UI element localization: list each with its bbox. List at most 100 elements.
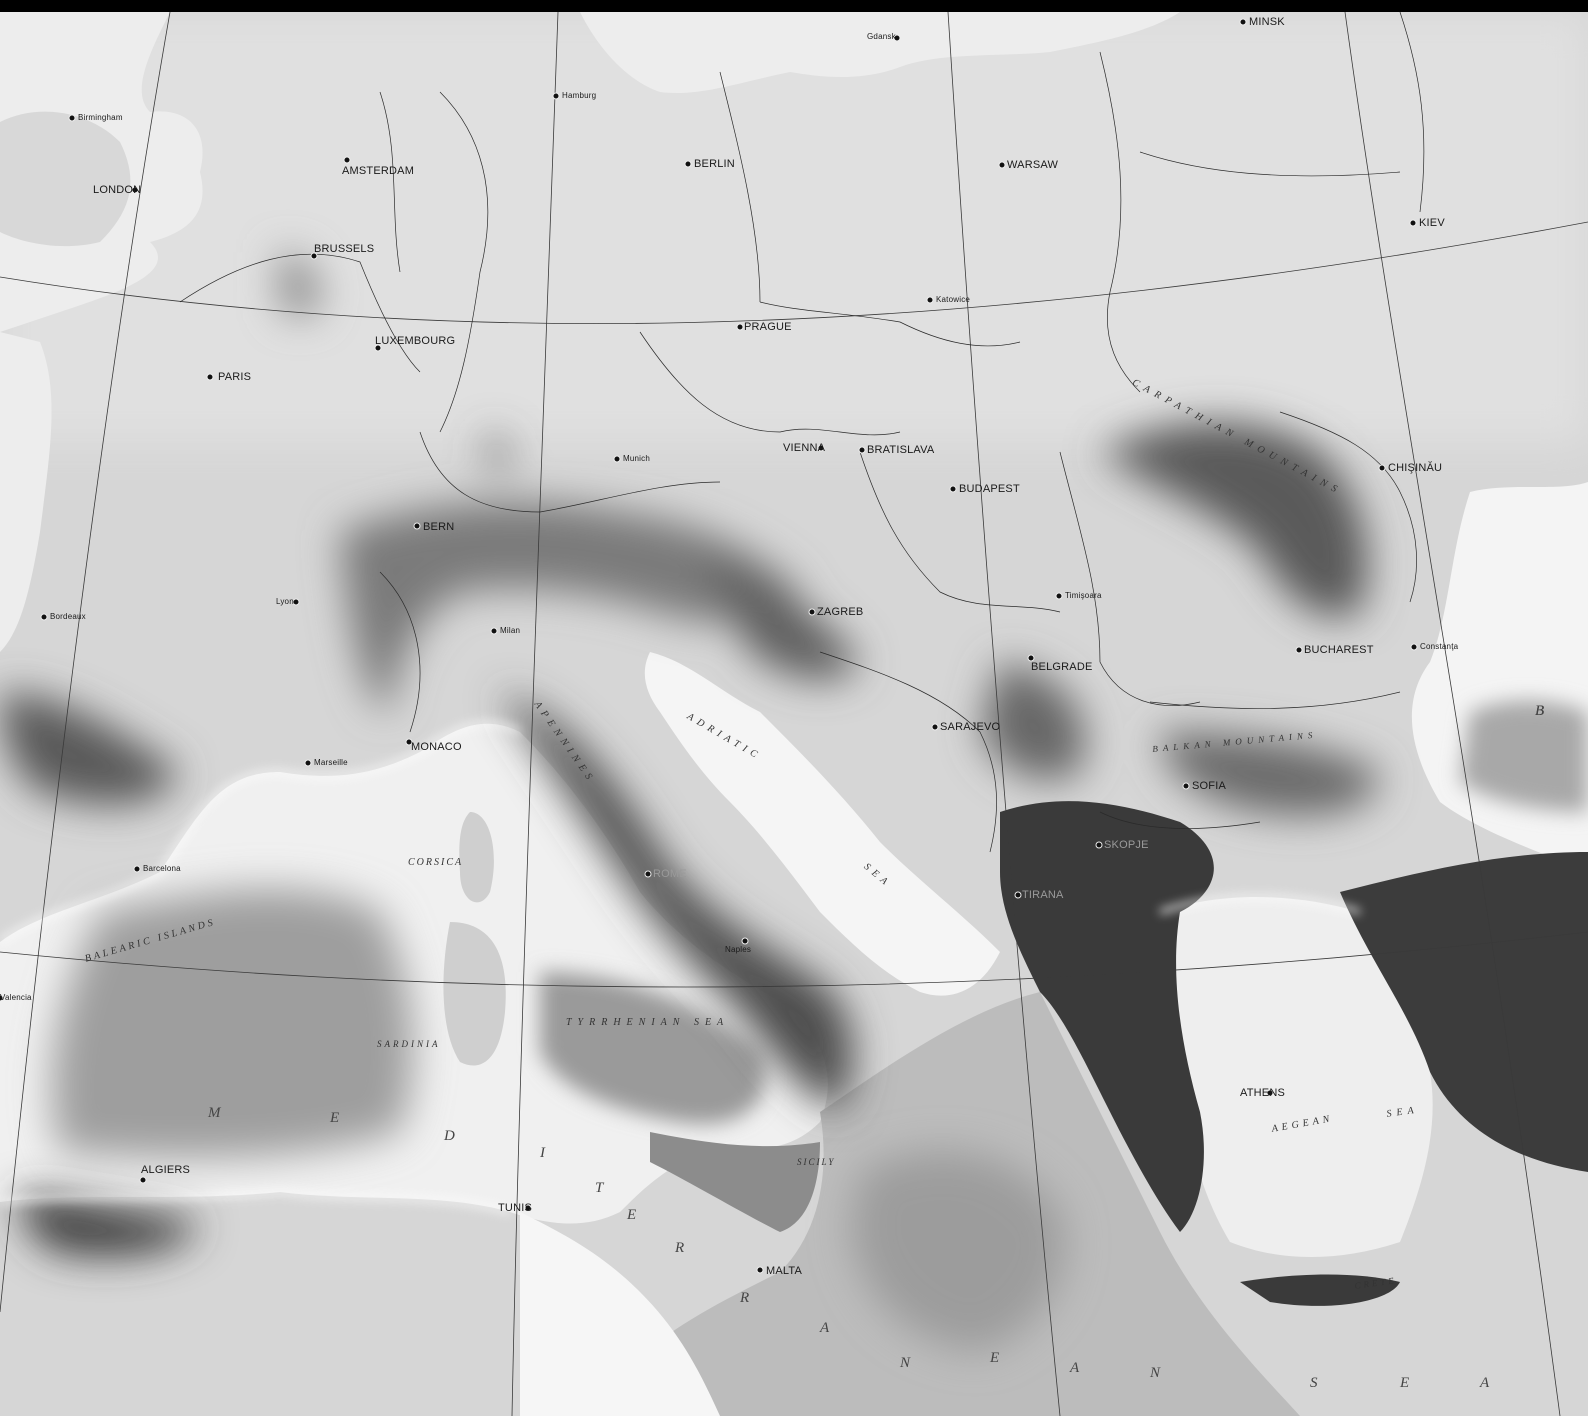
corsica-shape (459, 812, 494, 903)
sea-letter: B (1535, 703, 1545, 719)
city-dot (1410, 643, 1418, 651)
sea-letter: M (208, 1105, 221, 1121)
city-label: MALTA (766, 1265, 803, 1277)
city-dot (374, 344, 382, 352)
sea-letter: A (1070, 1360, 1080, 1376)
city-label: BERN (423, 521, 455, 533)
city-dot (1014, 891, 1022, 899)
city-dot (741, 937, 749, 945)
city-label: LUXEMBOURG (375, 335, 456, 347)
city-dot (552, 92, 560, 100)
city-dot (644, 870, 652, 878)
city-dot (68, 114, 76, 122)
city-dot (1182, 782, 1190, 790)
city-dot (1095, 841, 1103, 849)
city-dot (613, 455, 621, 463)
city-label: KIEV (1419, 217, 1445, 229)
bay-of-biscay (0, 332, 52, 652)
city-label: Milan (500, 626, 521, 635)
city-label: BRATISLAVA (867, 444, 935, 456)
city-label: Munich (623, 454, 650, 463)
aegean-sea (1160, 897, 1433, 1257)
city-dot (1295, 646, 1303, 654)
borders (179, 12, 1425, 853)
city-label: LONDON (93, 184, 142, 196)
city-dot (405, 738, 413, 746)
north-plain (0, 12, 1588, 442)
city-label: Marseille (314, 758, 348, 767)
city-label: VIENNA (783, 442, 826, 454)
city-label: SKOPJE (1104, 839, 1149, 851)
black-sea-deep (1460, 700, 1588, 812)
sea-letter: A (820, 1320, 830, 1336)
city-label: MONACO (411, 741, 462, 753)
graticule (0, 12, 1588, 1416)
balearic-deep (52, 888, 414, 1158)
sea-letter: N (1150, 1365, 1161, 1381)
sea-letter: E (1400, 1375, 1410, 1391)
city-label: AMSTERDAM (342, 165, 415, 177)
city-dot (756, 1266, 764, 1274)
city-label: BUCHAREST (1304, 644, 1374, 656)
city-dot (1266, 1089, 1274, 1097)
sea-letter: R (740, 1290, 750, 1306)
city-dot (0, 994, 4, 1002)
anatolia-dark (1340, 852, 1588, 1172)
feature-label: SICILY (797, 1157, 836, 1167)
sea-letter: E (330, 1110, 340, 1126)
city-label: Constanţa (1420, 642, 1459, 651)
feature-label: CORSICA (408, 857, 464, 868)
city-dot (808, 608, 816, 616)
city-dot (490, 627, 498, 635)
city-dot (926, 296, 934, 304)
adriatic-sea (644, 652, 1000, 996)
city-dot (817, 444, 825, 452)
sicily-channel (520, 1212, 720, 1416)
ionian-deep (850, 1151, 1066, 1352)
crete-shape (1240, 1274, 1400, 1306)
city-label: ATHENS (1240, 1087, 1286, 1099)
city-dot (949, 485, 957, 493)
city-dot (1378, 464, 1386, 472)
feature-label: SARDINIA (377, 1039, 441, 1049)
city-label: ALGIERS (141, 1164, 191, 1176)
city-dot (931, 723, 939, 731)
britain (0, 111, 131, 247)
mountain-shading (0, 252, 1380, 1256)
sea-letter: E (990, 1350, 1000, 1366)
city-dot (893, 34, 901, 42)
shelf-glow (0, 720, 1361, 1215)
city-label: PRAGUE (744, 321, 792, 333)
city-label: Valencia (0, 993, 32, 1002)
city-label: Bordeaux (50, 612, 86, 621)
city-label: WARSAW (1007, 159, 1059, 171)
city-label: ZAGREB (817, 606, 864, 618)
city-label: Timişoara (1065, 591, 1102, 600)
city-dot (131, 186, 139, 194)
city-dot (40, 613, 48, 621)
city-dot (998, 161, 1006, 169)
city-label: Barcelona (143, 864, 181, 873)
city-dot (133, 865, 141, 873)
city-label: Lyon (276, 597, 294, 606)
sea-letter: R (675, 1240, 685, 1256)
city-label: Naples (725, 945, 752, 954)
baltic-sea (580, 12, 1180, 93)
city-dot (413, 522, 421, 530)
city-label: BRUSSELS (314, 243, 375, 255)
city-label: ROME (653, 868, 687, 880)
city-dot (1055, 592, 1063, 600)
sea-letter: T (595, 1180, 604, 1196)
city-dot (139, 1176, 147, 1184)
city-dot (1239, 18, 1247, 26)
top-bar (0, 0, 1588, 12)
sea-letter: B (1535, 703, 1545, 719)
city-label: TIRANA (1022, 889, 1064, 901)
city-label: PARIS (218, 371, 252, 383)
city-label: Katowice (936, 295, 971, 304)
city-label: SARAJEVO (940, 721, 1001, 733)
city-dot (292, 598, 300, 606)
city-label: Gdansk (867, 32, 896, 41)
sardinia-shape (443, 922, 506, 1066)
